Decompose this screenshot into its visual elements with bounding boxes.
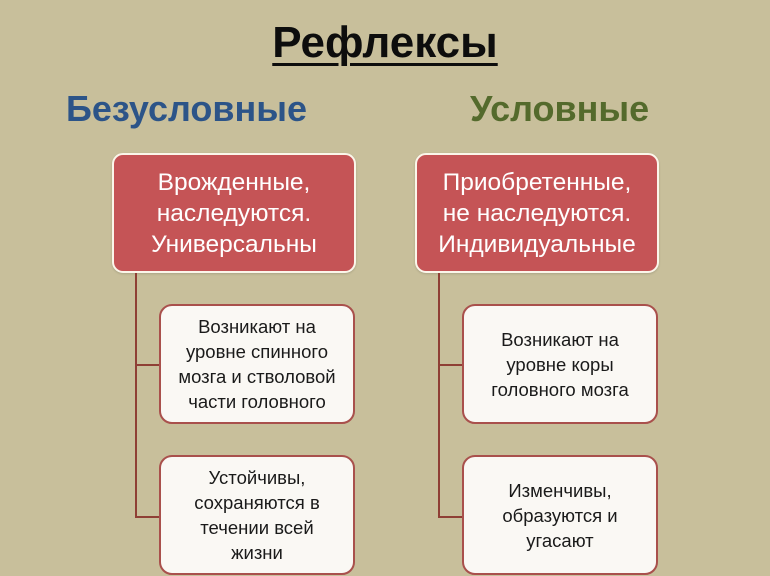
detail-box-unconditioned-stability: Устойчивы, сохраняются в течении всей жи… xyxy=(159,455,355,575)
detail-line: Устойчивы, xyxy=(208,467,306,488)
heading-unconditioned: Безусловные xyxy=(66,88,308,129)
main-line: Приобретенные, xyxy=(442,168,632,196)
detail-line: образуются и xyxy=(502,504,618,526)
connector-vertical-right xyxy=(438,273,440,518)
diagram-title: Рефлексы xyxy=(0,18,770,68)
connector-branch-right-2 xyxy=(438,516,464,518)
main-line: не наследуются. xyxy=(442,199,632,227)
connector-branch-right-1 xyxy=(438,364,464,366)
detail-line: сохраняются в xyxy=(194,492,320,513)
connector-vertical-left xyxy=(135,273,137,518)
detail-line: жизни xyxy=(231,542,283,563)
detail-line: течении всей xyxy=(200,517,314,538)
detail-box-conditioned-origin: Возникают на уровне коры головного мозга xyxy=(462,304,658,424)
detail-line: Возникают на xyxy=(198,316,316,337)
connector-branch-left-2 xyxy=(135,516,161,518)
detail-line: Изменчивы, xyxy=(508,479,612,501)
main-line: наследуются. xyxy=(156,199,312,227)
detail-box-unconditioned-origin: Возникают на уровне спинного мозга и ств… xyxy=(159,304,355,424)
detail-line: Возникают на xyxy=(501,328,619,350)
main-line: Врожденные, xyxy=(157,168,311,196)
title-text: Рефлексы xyxy=(272,18,498,67)
connector-branch-left-1 xyxy=(135,364,161,366)
detail-line: угасают xyxy=(526,529,594,551)
main-box-unconditioned: Врожденные, наследуются. Универсальны xyxy=(112,153,356,273)
detail-line: уровне спинного xyxy=(185,341,329,362)
detail-line: части головного xyxy=(188,391,326,412)
detail-line: головного мозга xyxy=(491,378,629,400)
main-line: Универсальны xyxy=(151,230,317,258)
heading-conditioned: Условные xyxy=(470,88,650,129)
main-box-conditioned: Приобретенные, не наследуются. Индивидуа… xyxy=(415,153,659,273)
detail-line: мозга и стволовой xyxy=(178,366,336,387)
main-line: Индивидуальные xyxy=(438,230,636,258)
detail-box-conditioned-variability: Изменчивы, образуются и угасают xyxy=(462,455,658,575)
detail-line: уровне коры xyxy=(506,353,614,375)
